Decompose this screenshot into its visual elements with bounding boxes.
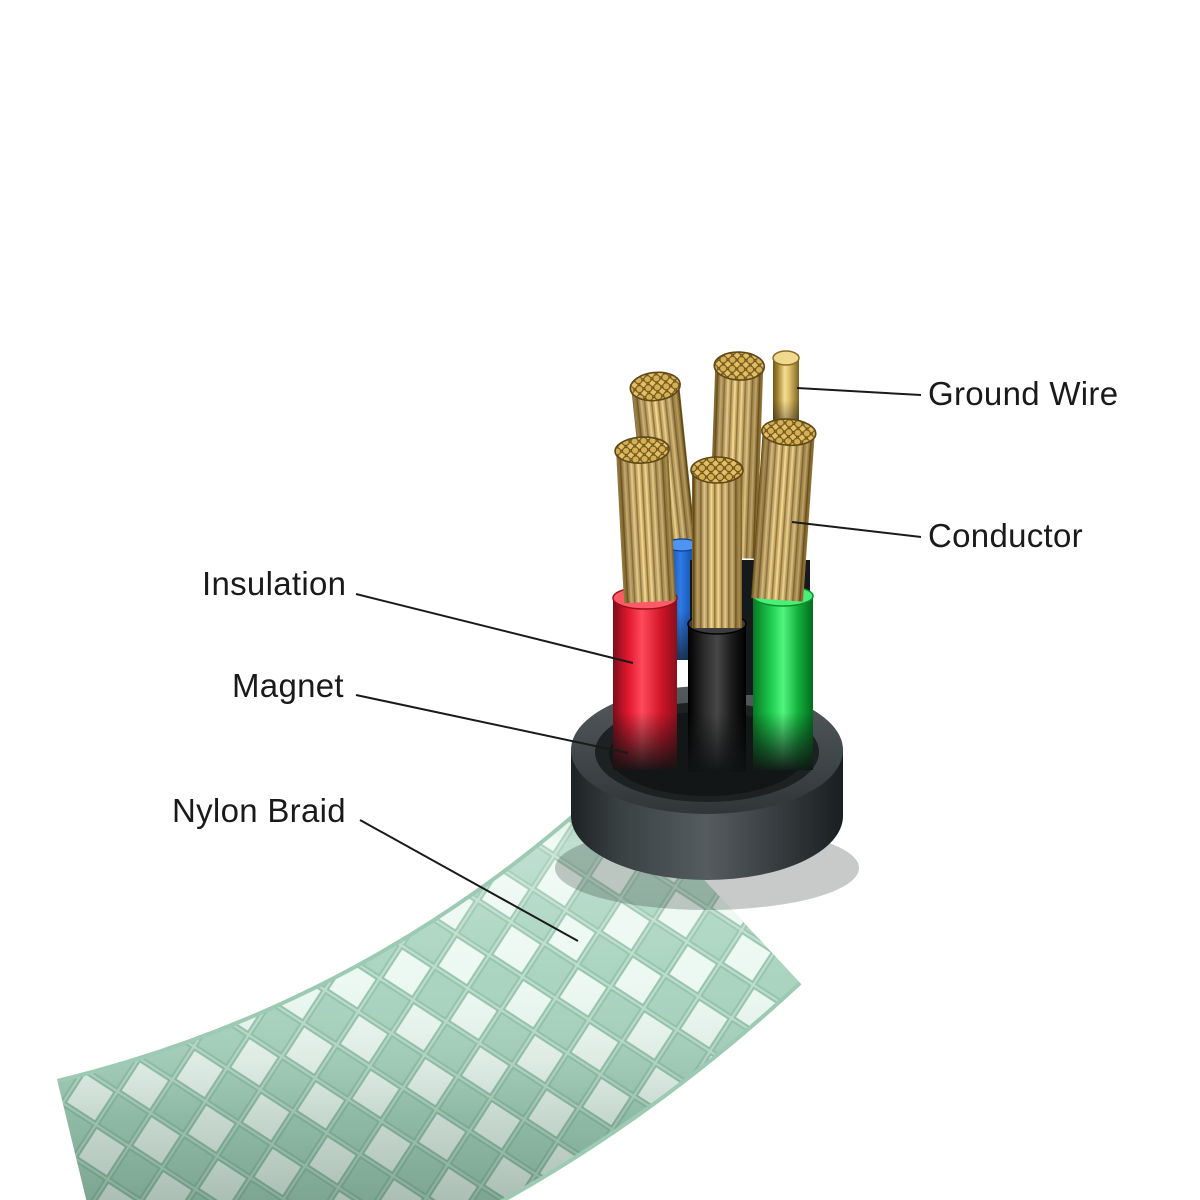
- label-insulation: Insulation: [202, 565, 347, 602]
- leader-line-conductor: [791, 521, 922, 538]
- leader-lines: [355, 387, 922, 942]
- leader-line-insulation: [355, 593, 634, 664]
- conductor-bundle-front-right: [751, 418, 817, 602]
- ground-wire: [772, 350, 800, 428]
- nylon-braid-cable: [56, 779, 859, 1200]
- label-nylon-braid: Nylon Braid: [172, 792, 346, 829]
- leader-line-nylon-braid: [359, 819, 579, 942]
- insulation-green-wire: [752, 585, 814, 770]
- leader-line-ground-wire: [796, 387, 922, 396]
- label-magnet: Magnet: [232, 667, 344, 704]
- leader-line-magnet: [355, 694, 629, 754]
- label-ground-wire: Ground Wire: [928, 375, 1119, 412]
- conductor-bundle-front-center: [690, 456, 744, 628]
- insulation-black-wire: [687, 613, 747, 772]
- label-conductor: Conductor: [928, 517, 1083, 554]
- conductor-bundle-front-left: [614, 436, 676, 604]
- insulation-red-wire: [612, 586, 678, 770]
